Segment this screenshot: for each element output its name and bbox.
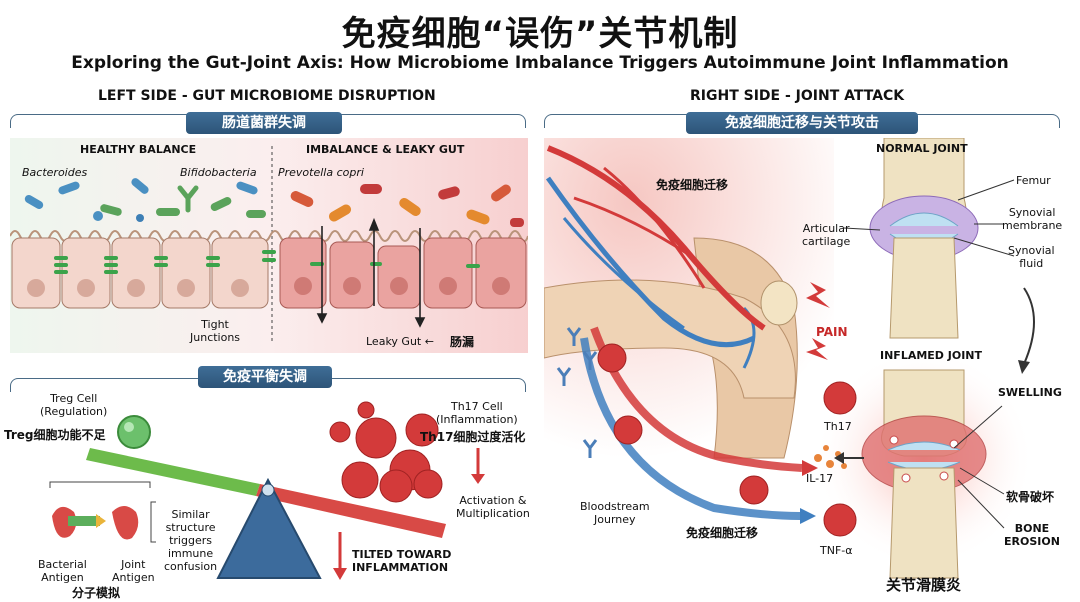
normal-joint-title: NORMAL JOINT xyxy=(876,142,968,155)
femur-label: Femur xyxy=(1016,174,1051,187)
bifidobacteria-label: Bifidobacteria xyxy=(180,166,257,179)
treg-cn-label: Treg细胞功能不足 xyxy=(4,428,106,442)
pathogenic-bacteria xyxy=(290,184,524,227)
pain-bolt xyxy=(806,282,830,308)
synovial-fluid-label: Synovial fluid xyxy=(1008,244,1055,270)
tilted-label: TILTED TOWARD INFLAMMATION xyxy=(352,548,452,574)
leaky-epithelium xyxy=(279,237,527,309)
left-side-heading: LEFT SIDE - GUT MICROBIOME DISRUPTION xyxy=(98,88,436,104)
tight-junctions-label: Tight Junctions xyxy=(190,318,241,344)
synovitis-cn-label: 关节滑膜炎 xyxy=(886,576,962,594)
joint-attack-illustration xyxy=(544,138,1035,579)
treg-label: Treg Cell (Regulation) xyxy=(40,392,108,418)
bone-erosion-label: BONE EROSION xyxy=(1004,522,1060,548)
healthy-epithelium xyxy=(11,237,269,309)
swelling-label: SWELLING xyxy=(998,386,1062,399)
joint-antigen-label: Joint Antigen xyxy=(112,558,155,584)
leaky-gut-label: Leaky Gut ← xyxy=(366,335,434,348)
fulcrum xyxy=(216,477,322,579)
seesaw-beam-green xyxy=(86,448,260,496)
mimicry-bracket xyxy=(49,481,151,488)
page-subtitle: Exploring the Gut-Joint Axis: How Microb… xyxy=(71,53,1009,73)
pain-label: PAIN xyxy=(816,325,848,339)
th17-joint-label: Th17 xyxy=(824,420,852,433)
joint-attack-banner: 免疫细胞迁移与关节攻击 xyxy=(686,112,918,134)
healthy-bacteria xyxy=(24,178,266,222)
il17-label: IL-17 xyxy=(806,472,834,485)
vein xyxy=(545,176,756,348)
migration-cn-bottom-label: 免疫细胞迁移 xyxy=(686,526,759,540)
prevotella-label: Prevotella copri xyxy=(278,166,364,179)
right-side-heading: RIGHT SIDE - JOINT ATTACK xyxy=(690,88,905,104)
migration-cn-top-label: 免疫细胞迁移 xyxy=(656,178,729,192)
healthy-balance-title: HEALTHY BALANCE xyxy=(80,143,197,156)
normal-joint xyxy=(869,138,979,339)
joint-antigen-shape xyxy=(112,506,139,540)
bacterial-antigen-shape xyxy=(52,506,77,538)
articular-cartilage-label: Articular cartilage xyxy=(802,222,851,248)
synovial-membrane-label: Synovial membrane xyxy=(1002,206,1063,232)
bacterial-antigen-label: Bacterial Antigen xyxy=(38,558,87,584)
bloodstream-label: Bloodstream Journey xyxy=(580,500,650,526)
similar-structure-label: Similar structure triggers immune confus… xyxy=(164,508,218,573)
seesaw-illustration xyxy=(49,401,485,580)
th17-cn-label: Th17细胞过度活化 xyxy=(420,430,526,444)
immune-banner: 免疫平衡失调 xyxy=(198,366,332,388)
leaky-gut-cn-label: 肠漏 xyxy=(450,335,475,349)
migration-arrow-red xyxy=(590,326,803,472)
inflamed-joint xyxy=(861,369,987,579)
activation-label: Activation & Multiplication xyxy=(456,494,530,520)
th17-label: Th17 Cell (Inflammation) xyxy=(436,400,518,426)
cytokine-cells xyxy=(823,381,857,537)
tnf-label: TNF-α xyxy=(820,544,853,557)
migrating-cells xyxy=(597,343,769,505)
antibodies xyxy=(556,327,598,458)
cartilage-damage-cn-label: 软骨破坏 xyxy=(1006,490,1055,504)
migration-arrow-blue xyxy=(580,337,801,520)
gut-banner: 肠道菌群失调 xyxy=(186,112,342,134)
page-title: 免疫细胞“误伤”关节机制 xyxy=(341,14,739,54)
il17-dots xyxy=(814,445,847,469)
patella xyxy=(760,280,798,326)
seesaw-beam-red xyxy=(256,484,446,538)
leak-arrows xyxy=(316,217,426,328)
inflamed-joint-title: INFLAMED JOINT xyxy=(880,349,983,362)
bacteroides-label: Bacteroides xyxy=(22,166,88,179)
treg-cell xyxy=(117,415,151,449)
mimicry-cn-label: 分子模拟 xyxy=(72,586,121,600)
imbalance-title: IMBALANCE & LEAKY GUT xyxy=(306,143,465,156)
th17-cells xyxy=(329,401,443,503)
gut-illustration xyxy=(10,138,528,353)
tight-junction-markers xyxy=(54,250,276,274)
artery xyxy=(546,145,766,331)
